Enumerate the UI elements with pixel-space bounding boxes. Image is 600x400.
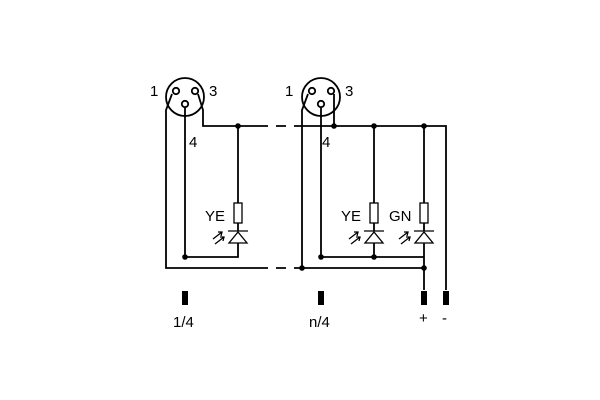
connector-left-pin-3-label: 3 xyxy=(209,83,217,100)
diode-right-gn xyxy=(413,230,435,244)
connector-left: 1 3 4 xyxy=(150,77,217,151)
connector-right-pin-1-label: 1 xyxy=(285,83,293,100)
junction-dot xyxy=(371,254,377,260)
wire-left-pin-1 xyxy=(165,93,258,269)
connector-left-pin-1 xyxy=(171,86,181,96)
connector-right-pin-4 xyxy=(316,99,326,109)
resistor-right-ye xyxy=(369,202,379,224)
wire-left-pin-4 xyxy=(184,107,239,258)
junction-dot xyxy=(331,123,337,129)
wire-right-pin-1 xyxy=(301,93,309,268)
connector-right-pin-3-label: 3 xyxy=(345,83,353,100)
led-right-ye: YE xyxy=(341,202,385,246)
connector-right-pin-4-label: 4 xyxy=(322,134,330,151)
emission-arrows-right-gn-icon xyxy=(398,231,411,245)
connector-right-wires xyxy=(299,93,447,290)
junction-dot xyxy=(299,265,305,271)
terminal-middle-label: n/4 xyxy=(309,314,330,331)
junction-dot xyxy=(182,254,188,260)
resistor-right-gn xyxy=(419,202,429,224)
terminal-middle xyxy=(318,291,324,305)
wire-left-pin-3 xyxy=(197,93,258,127)
emission-arrows-left-icon xyxy=(212,231,225,245)
emission-arrows-right-ye-icon xyxy=(348,231,361,245)
connector-left-pin-3 xyxy=(190,86,200,96)
junction-dot xyxy=(421,265,427,271)
connector-right-pin-1 xyxy=(307,86,317,96)
led-right-ye-color-label: YE xyxy=(341,208,361,225)
terminal-left-label: 1/4 xyxy=(173,314,194,331)
junction-dot xyxy=(421,123,427,129)
terminal-minus-label: - xyxy=(442,310,447,327)
connector-left-pin-4 xyxy=(180,99,190,109)
junction-dot xyxy=(371,123,377,129)
wire-right-pin-3 xyxy=(333,94,447,290)
diode-right-ye xyxy=(363,230,385,244)
resistor-left xyxy=(233,202,243,224)
terminal-plus xyxy=(421,291,427,305)
terminal-plus-label: + xyxy=(419,310,428,327)
terminal-minus xyxy=(443,291,449,305)
led-right-gn-color-label: GN xyxy=(389,208,412,225)
connector-right-pin-3 xyxy=(326,86,336,96)
led-left: YE xyxy=(205,202,249,246)
led-left-color-label: YE xyxy=(205,208,225,225)
connector-left-wires xyxy=(165,93,258,269)
connector-right: 1 3 4 xyxy=(285,77,353,151)
diode-left xyxy=(227,230,249,244)
connector-left-pin-1-label: 1 xyxy=(150,83,158,100)
junction-dot xyxy=(235,123,241,129)
connector-left-pin-4-label: 4 xyxy=(189,134,197,151)
junction-dot xyxy=(318,254,324,260)
led-right-gn: GN xyxy=(389,202,435,246)
terminal-left xyxy=(182,291,188,305)
terminals: 1/4 n/4 + - xyxy=(173,291,449,331)
